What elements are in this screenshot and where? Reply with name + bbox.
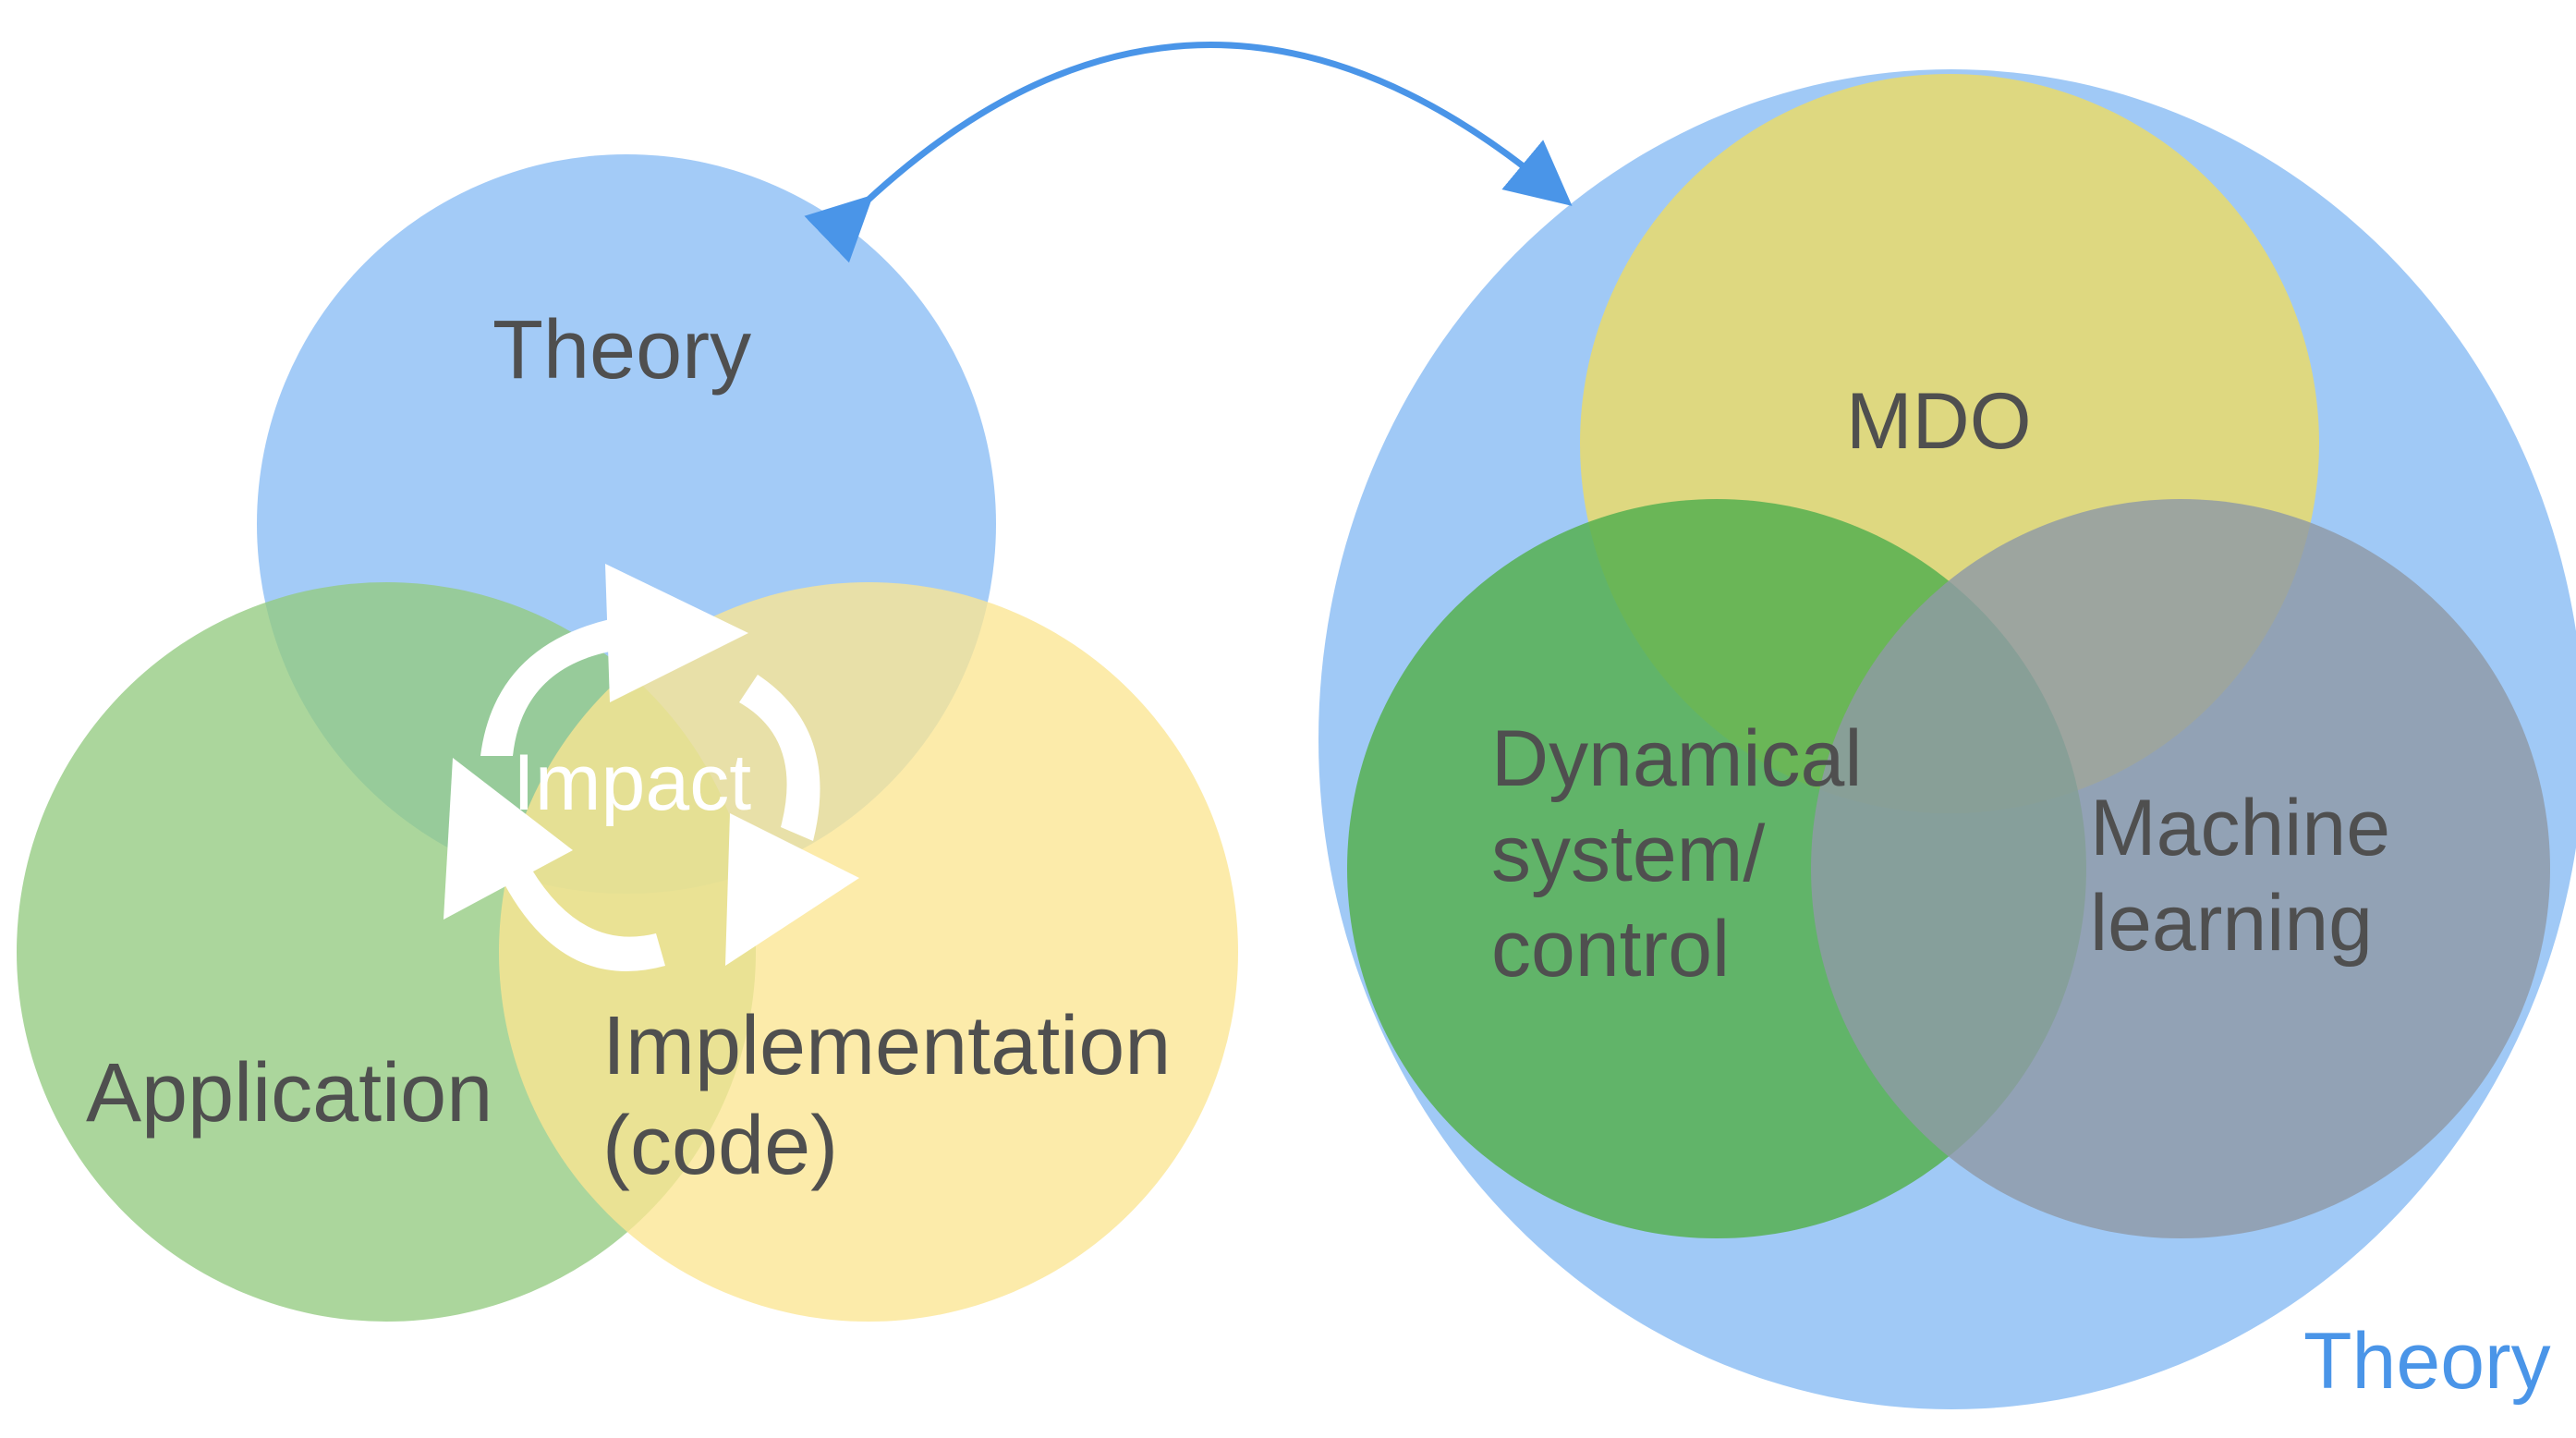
impact-arrowhead-right [725,813,859,966]
impact-arrowhead-left [444,758,573,920]
impact-arrow-right [739,675,820,841]
machine-learning-circle [1811,499,2550,1238]
left-venn-diagram [17,154,1238,1322]
dynamical-system-label: Dynamical system/ control [1491,714,1863,994]
mdo-label: MDO [1846,377,2032,466]
impact-cycle-arrows [444,564,859,971]
impact-label: Impact [513,738,752,827]
implementation-circle [499,582,1238,1322]
impact-arrow-left [504,869,665,971]
right-venn-diagram [1318,69,2576,1409]
theory-label: Theory [492,304,752,396]
implementation-label: Implementation (code) [602,1000,1172,1192]
application-label: Application [86,1047,493,1139]
theory-outer-label: Theory [2303,1317,2551,1406]
machine-learning-label: Machine learning [2090,784,2391,969]
impact-arrowhead-top [605,564,748,702]
connecting-arrow [804,42,1573,263]
impact-arrow-top [480,619,610,756]
